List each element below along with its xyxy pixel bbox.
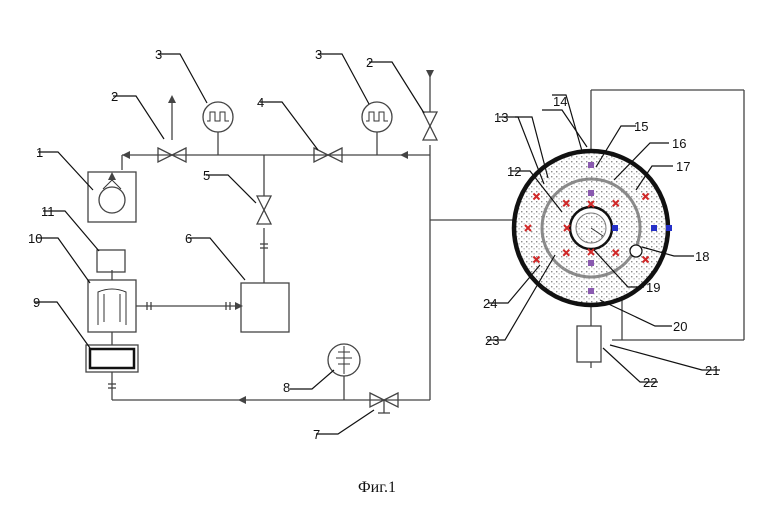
label-19: 19 [646,280,660,295]
block-9 [85,344,139,373]
label-22: 22 [643,375,657,390]
sight-glass-8 [327,343,361,377]
sensor-marker [562,199,570,207]
block-10 [87,279,137,333]
label-21: 21 [705,363,719,378]
label-2-right: 2 [366,55,373,70]
label-23: 23 [485,333,499,348]
block-11 [96,249,126,273]
label-20: 20 [673,319,687,334]
valve-5 [255,195,273,225]
figure-caption: Фиг.1 [358,479,396,496]
piping [111,70,745,401]
pump-1 [87,171,137,223]
sensor-marker [532,192,541,201]
label-15: 15 [634,119,648,134]
label-3-left: 3 [155,47,162,62]
sensor-marker [651,225,657,231]
label-18: 18 [695,249,709,264]
label-9: 9 [33,295,40,310]
label-1: 1 [36,145,43,160]
label-2-left: 2 [111,89,118,104]
label-5: 5 [203,168,210,183]
sensor-marker [587,248,595,256]
reactor [511,148,671,308]
label-11: 11 [41,204,55,219]
label-6: 6 [185,231,192,246]
label-13: 13 [494,110,508,125]
label-10: 10 [28,231,42,246]
label-7: 7 [313,427,320,442]
flow-arrows [108,70,434,404]
sensor-marker [588,260,594,266]
label-4: 4 [257,95,264,110]
sensor-marker [588,162,594,168]
flange-marks [108,243,268,389]
label-8: 8 [283,380,290,395]
pressure-gauge-left [202,101,234,133]
leader-lines [35,53,720,435]
sensor-marker [524,224,532,232]
sensor-marker [562,249,570,257]
reactor-sensors [524,162,672,294]
vessel-6 [240,282,290,333]
valve-7 [369,391,399,414]
label-14: 14 [553,94,567,109]
sensor-marker [587,200,595,208]
label-16: 16 [672,136,686,151]
sensor-marker [612,249,620,257]
label-12: 12 [507,164,521,179]
block-22 [576,325,602,363]
valve-2-right [421,111,439,141]
sensor-marker [641,255,650,264]
sensor-marker [588,288,594,294]
label-17: 17 [676,159,690,174]
label-3-right: 3 [315,47,322,62]
sensor-marker [563,224,571,232]
sensor-marker [666,225,672,231]
label-24: 24 [483,296,497,311]
sensor-marker [532,255,541,264]
sensor-marker [641,192,650,201]
sensor-marker [588,190,594,196]
pressure-gauge-right [361,101,393,133]
sensor-marker [612,225,618,231]
labels: 1 2 3 4 5 6 7 8 9 10 11 12 13 14 15 16 1… [28,47,719,442]
valve-4 [313,146,343,164]
valve-2-left [157,146,187,164]
sensor-marker [612,199,620,207]
